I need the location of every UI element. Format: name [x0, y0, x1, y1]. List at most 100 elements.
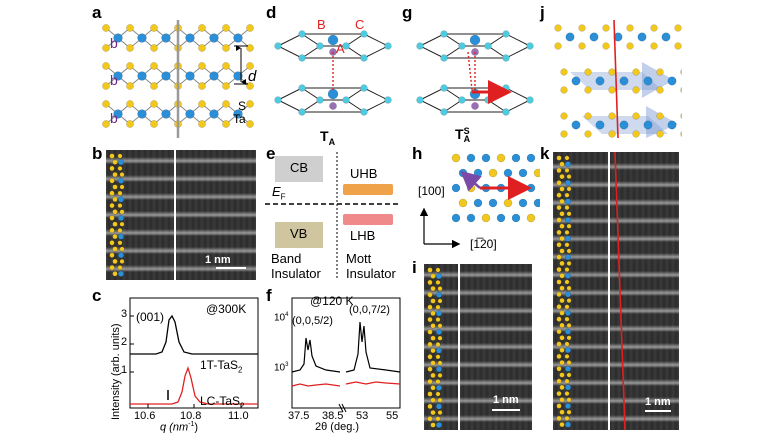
f-xtick-4: 55: [386, 410, 399, 422]
sulfur-atom: [102, 82, 110, 90]
fermi-level-label: EF: [272, 184, 286, 202]
tantalum-atom: [565, 32, 575, 42]
sulfur-atom: [435, 416, 441, 422]
tantalum-atom: [564, 235, 572, 242]
sulfur-atom: [680, 68, 682, 76]
sulfur-atom: [150, 44, 158, 52]
cluster-atom: [458, 96, 466, 104]
tantalum-atom: [435, 366, 443, 373]
layer-label-2: b: [110, 72, 118, 88]
sulfur-atom: [435, 341, 441, 347]
sulfur-atom: [117, 153, 123, 159]
tantalum-atom: [595, 120, 605, 130]
sulfur-atom: [427, 316, 433, 323]
panel-b-letter: b: [92, 144, 103, 163]
sulfur-atom: [430, 335, 436, 341]
sulfur-atom: [430, 347, 436, 354]
tantalum-atom: [161, 33, 171, 43]
sulfur-atom: [559, 248, 565, 254]
f-temperature: @120 K: [310, 294, 354, 308]
sulfur-atom: [556, 167, 562, 174]
sulfur-atom: [556, 279, 562, 285]
tantalum-atom: [185, 33, 195, 43]
f-xlabel: 2θ (deg.): [315, 421, 360, 433]
panel-d-stacking: [274, 30, 392, 116]
sulfur-atom: [556, 341, 562, 347]
c-temperature: @300K: [206, 302, 247, 316]
tantalum-atom: [435, 347, 443, 354]
sulfur-atom: [117, 265, 123, 271]
sulfur-atom: [564, 167, 570, 173]
sulfur-atom: [556, 304, 562, 310]
tantalum-atom: [117, 177, 125, 184]
sulfur-atom: [626, 42, 634, 50]
sulfur-atom: [427, 366, 433, 372]
sulfur-atom: [430, 310, 436, 317]
tantalum-atom: [209, 33, 219, 43]
cluster-atom: [316, 96, 324, 104]
cluster-atom: [416, 42, 424, 50]
sulfur-atom: [150, 100, 158, 108]
f-xtick-2: 38.5: [322, 410, 344, 422]
sulfur-atom: [656, 86, 664, 94]
tantalum-atom: [117, 233, 125, 240]
panel-g-stacking: [416, 30, 534, 116]
sulfur-atom: [437, 335, 443, 341]
panel-b-scale-bar: 1 nm: [205, 254, 231, 266]
sulfur-atom: [435, 304, 441, 310]
c-xtick-1: 10.6: [134, 410, 156, 422]
site-B-label: B: [317, 17, 326, 32]
cluster-atom: [440, 30, 448, 38]
sulfur-atom: [112, 271, 118, 277]
panel-d-letter: d: [266, 3, 277, 22]
panel-c-plot: [129, 297, 259, 409]
lattice-atom: [466, 183, 476, 193]
c-peak-label: (001): [136, 310, 165, 324]
lattice-atom: [481, 213, 491, 223]
sulfur-atom: [559, 173, 565, 180]
sulfur-atom: [222, 82, 230, 90]
cluster-atom: [440, 108, 448, 116]
tantalum-atom: [233, 109, 243, 119]
sulfur-atom: [559, 335, 565, 341]
tantalum-atom: [564, 402, 572, 410]
c-curve2-label: LC-TaS2: [200, 394, 245, 411]
sulfur-atom: [112, 159, 118, 165]
sulfur-atom: [566, 174, 572, 180]
sulfur-atom: [564, 267, 570, 273]
sulfur-atom: [559, 310, 565, 316]
cluster-atom: [458, 42, 466, 50]
f-xtick-3: 53: [356, 410, 369, 422]
tantalum-atom: [643, 76, 653, 86]
lhb-label: LHB: [350, 228, 376, 243]
sulfur-atom: [674, 42, 682, 50]
cluster-atom: [342, 96, 350, 104]
sulfur-atom: [150, 120, 158, 128]
sulfur-atom: [150, 62, 158, 70]
sulfur-atom: [109, 227, 115, 234]
sulfur-atom: [556, 217, 562, 223]
sulfur-atom: [608, 68, 616, 76]
sulfur-atom: [566, 360, 572, 366]
panel-h-axes: [419, 207, 461, 249]
sulfur-atom: [559, 421, 565, 428]
sulfur-atom: [102, 44, 110, 52]
tantalum-atom: [137, 109, 147, 119]
sulfur-atom: [109, 165, 115, 172]
tantalum-atom: [564, 384, 572, 391]
sulfur-atom: [102, 24, 110, 32]
sulfur-atom: [556, 316, 562, 322]
sulfur-atom: [564, 378, 570, 384]
sulfur-atom: [556, 291, 562, 298]
sulfur-atom: [119, 221, 125, 227]
lattice-atom: [533, 168, 540, 178]
c-xtick-3: 11.0: [228, 410, 249, 422]
panel-f-letter: f: [266, 286, 272, 305]
tantalum-atom: [435, 403, 443, 410]
panel-j-letter: j: [540, 3, 545, 22]
tantalum-atom: [161, 109, 171, 119]
tantalum-atom: [564, 421, 572, 428]
sulfur-atom: [112, 246, 118, 252]
sulfur-atom: [435, 354, 441, 360]
